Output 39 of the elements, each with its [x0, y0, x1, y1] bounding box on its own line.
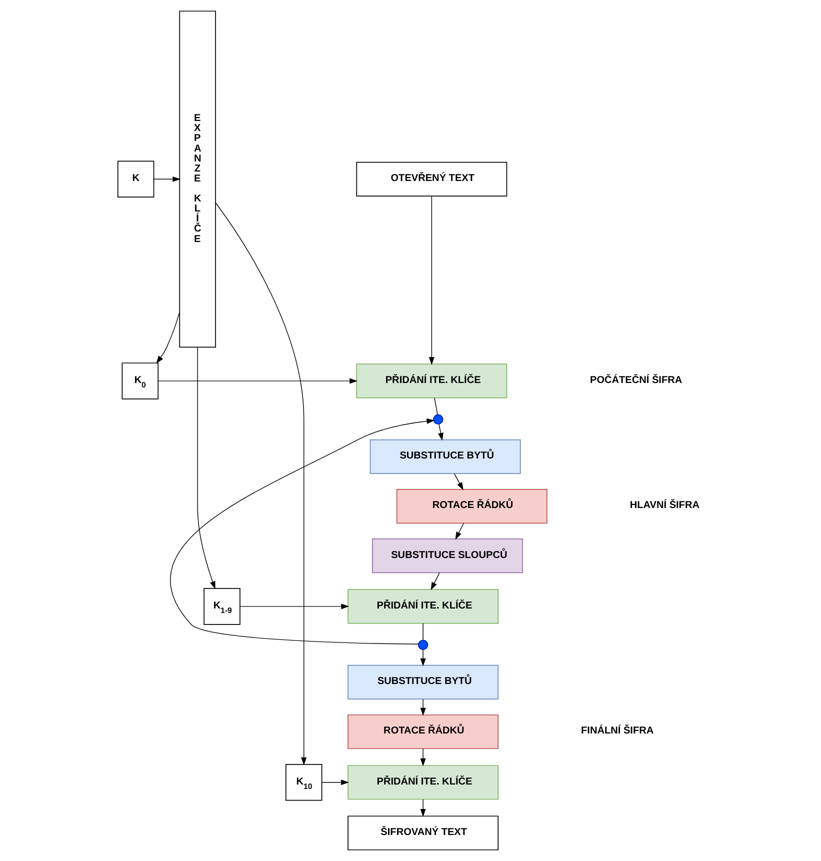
node-box: SUBSTITUCE BYTŮ — [370, 439, 521, 474]
arrow — [420, 649, 426, 666]
arrow — [438, 424, 444, 441]
node-box: K$_{1-9}$ — [204, 588, 240, 625]
connector — [422, 623, 424, 640]
node-box: ROTACE ŘÁDKŮ — [396, 488, 548, 524]
node-box: ROTACE ŘÁDKŮ — [348, 714, 499, 750]
node-box: PŘIDÁNÍ ITE. KLÍČE — [348, 765, 499, 800]
node-box: ŠIFROVANÝ TEXT — [348, 816, 499, 850]
arrow — [420, 799, 426, 817]
node-box: SUBSTITUCE BYTŮ — [348, 664, 499, 700]
node-box: PŘIDÁNÍ ITE. KLÍČE — [356, 364, 508, 398]
node-box: K$_{0}$ — [122, 362, 159, 400]
arrow — [197, 347, 216, 590]
arrow — [240, 604, 350, 610]
label: HLAVNÍ ŠIFRA — [630, 500, 700, 512]
connector — [434, 398, 438, 416]
node-box: K — [117, 160, 154, 198]
arrow — [215, 202, 307, 766]
arrow — [154, 176, 181, 182]
node-circle — [418, 640, 428, 650]
arrow — [454, 473, 464, 490]
node-box: SUBSTITUCE SLOUPCŮ — [372, 538, 523, 574]
label: FINÁLNÍ ŠIFRA — [581, 726, 654, 737]
arrow — [455, 522, 464, 540]
arrow — [420, 698, 426, 716]
arrow — [156, 312, 180, 364]
arrow — [430, 572, 440, 590]
arrow — [170, 418, 435, 644]
node-circle — [433, 414, 444, 424]
node-box: K$_{10}$ — [285, 764, 322, 801]
arrow — [158, 378, 358, 384]
node-box: EXPANZE KLÍČE — [179, 10, 216, 348]
arrow — [428, 196, 434, 365]
label: POČÁTEČNÍ ŠIFRA — [590, 374, 682, 386]
node-box: PŘIDÁNÍ ITE. KLÍČE — [348, 589, 499, 624]
arrow — [322, 780, 349, 786]
node-box: OTEVŘENÝ TEXT — [356, 162, 508, 196]
arrow — [420, 748, 426, 766]
